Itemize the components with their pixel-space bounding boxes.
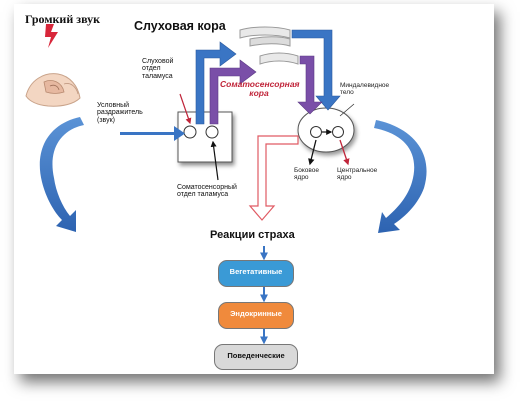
amygdala-label: Миндалевидное тело <box>340 82 390 96</box>
lateral-nucleus-arrow <box>308 139 317 166</box>
central-nucleus-circle <box>332 126 344 138</box>
amygdala-oval <box>297 107 355 153</box>
endocrine-box: Эндокринные <box>218 302 294 329</box>
loud-sound-title: Громкий звук <box>25 12 101 26</box>
diagram-canvas <box>25 24 427 345</box>
endocrine-label: Эндокринные <box>230 309 282 318</box>
cortex-shapes <box>239 26 299 65</box>
outline-arrow-to-fear <box>248 135 299 221</box>
thalamus-to-cortex-arrow <box>195 41 237 125</box>
somato-to-amygdala-arrow <box>297 55 323 115</box>
behavioral-label: Поведенческие <box>227 351 285 360</box>
somatosensory-cortex-label: Соматосенсорная кора <box>220 79 300 98</box>
stimulus-to-thalamus-arrow <box>120 126 185 141</box>
conditioned-stimulus-label: Условный раздражитель (звук) <box>97 102 143 124</box>
thalamus-to-somato-arrow <box>209 59 257 125</box>
black-pointer-somato-thalamus <box>210 140 219 181</box>
fear-reactions-title: Реакции страха <box>210 229 295 241</box>
figure-frame: Громкий звук Слуховая кора Соматосенсорн… <box>14 4 494 374</box>
vegetative-box: Вегетативные <box>218 260 294 287</box>
thalamus-somato-nucleus <box>205 125 219 139</box>
behavioral-box: Поведенческие <box>214 344 298 370</box>
auditory-thalamus-label: Слуховой отдел таламуса <box>142 58 174 80</box>
ear-illustration <box>25 73 81 107</box>
vegetative-label: Вегетативные <box>229 267 283 276</box>
thalamus-auditory-nucleus <box>183 125 197 139</box>
lateral-nucleus-label: Боковое ядро <box>294 167 320 181</box>
auditory-cortex-title: Слуховая кора <box>134 19 226 33</box>
lightning-icon <box>45 24 58 48</box>
amygdala-label-pointer <box>339 103 355 117</box>
central-nucleus-arrow <box>339 139 350 166</box>
somato-thalamus-label: Соматосенсорный отдел таламуса <box>177 184 237 199</box>
red-pointer-auditory-thalamus <box>179 93 192 125</box>
left-curved-arrow <box>39 117 84 232</box>
central-nucleus-label: Центральное ядро <box>337 167 378 181</box>
right-curved-arrow <box>374 120 427 233</box>
lateral-nucleus-circle <box>310 126 322 138</box>
cortex-to-amygdala-arrow <box>291 29 341 111</box>
